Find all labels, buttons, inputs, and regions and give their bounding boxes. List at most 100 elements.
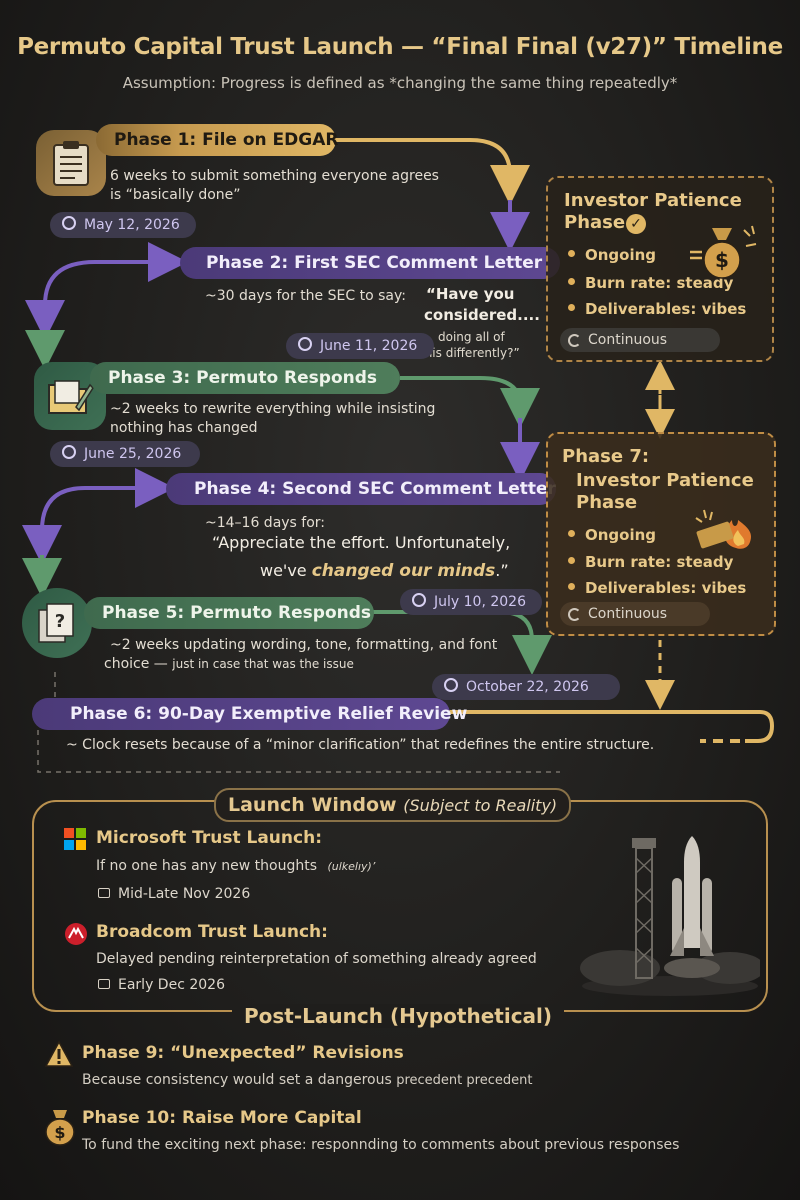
phase-2-quote-3: doing all of xyxy=(438,330,505,344)
phase-6-desc: ~ Clock resets because of a “minor clari… xyxy=(66,737,655,753)
svg-text:$: $ xyxy=(54,1123,65,1142)
phase-5-label: Phase 5: Permuto Responds xyxy=(84,597,374,629)
phase-7-box: Phase 7: Investor Patience Phase Ongoing… xyxy=(546,432,776,636)
calendar-icon xyxy=(98,888,110,898)
broadcom-launch-date-text: Early Dec 2026 xyxy=(118,977,225,993)
burning-money-icon xyxy=(695,509,752,549)
phase-2-quote-2: considered.... xyxy=(424,306,540,324)
broadcom-launch-desc: Delayed pending reinterpretation of some… xyxy=(96,951,537,967)
launch-window-heading-note: (Subject to Reality) xyxy=(403,796,558,815)
phase-2-date: June 11, 2026 xyxy=(286,333,434,359)
question-documents-icon: ? xyxy=(38,603,74,643)
launch-window-heading: Launch Window (Subject to Reality) xyxy=(214,788,572,822)
phase-1-desc-line-2: is “basically done” xyxy=(110,187,241,203)
phase-2-date-text: June 11, 2026 xyxy=(320,338,418,354)
clock-icon xyxy=(62,445,76,459)
phase-4-date: July 10, 2026 xyxy=(400,589,542,615)
phase-9-name: Phase 9: “Unexpected” Revisions xyxy=(82,1043,404,1063)
clock-icon xyxy=(62,216,76,230)
page-title: Permuto Capital Trust Launch — “Final Fi… xyxy=(17,34,783,60)
phase-6-label: Phase 6: 90-Day Exemptive Relief Review xyxy=(32,698,467,730)
microsoft-launch-date-text: Mid-Late Nov 2026 xyxy=(118,886,251,902)
investor-patience-box: Investor Patience Phase ✓ Ongoing Burn r… xyxy=(546,176,774,362)
phase-4-quote-2a: we've xyxy=(260,561,307,580)
money-bag-icon: $ xyxy=(690,225,757,279)
phase-2-desc: ~30 days for the SEC to say: xyxy=(205,288,406,304)
svg-text:$: $ xyxy=(715,248,729,272)
broadcom-launch-name: Broadcom Trust Launch: xyxy=(96,922,328,942)
phase-3-date-text: June 25, 2026 xyxy=(84,446,182,462)
microsoft-launch-date: Mid-Late Nov 2026 xyxy=(98,886,250,902)
phase-4-quote-2c: .” xyxy=(495,561,509,580)
patience-item-deliverables: Deliverables: vibes xyxy=(568,300,746,318)
microsoft-launch-name: Microsoft Trust Launch: xyxy=(96,828,322,848)
warning-icon xyxy=(44,1040,74,1067)
patience-item-ongoing-text: Ongoing xyxy=(585,246,657,264)
phase-7-item-deliverables: Deliverables: vibes xyxy=(568,579,746,597)
microsoft-logo-icon xyxy=(64,828,86,850)
patience-item-burn-text: Burn rate: steady xyxy=(585,274,734,292)
phase-2-quote-1: “Have you xyxy=(426,285,515,303)
microsoft-launch-note: (ulkelıy)’ xyxy=(327,860,376,873)
phase-7-title-line-3: Phase xyxy=(576,492,638,513)
patience-status-text: Continuous xyxy=(588,332,668,348)
clipboard-icon xyxy=(53,141,89,186)
phase-5-desc-line-1: ~2 weeks updating wording, tone, formatt… xyxy=(110,637,498,653)
phase-1-date: May 12, 2026 xyxy=(50,212,196,238)
phase-1-label: Phase 1: File on EDGAR xyxy=(96,124,339,156)
phase-6-date-text: October 22, 2026 xyxy=(466,679,589,695)
patience-item-burn: Burn rate: steady xyxy=(568,274,733,292)
broadcom-logo-icon xyxy=(65,923,87,945)
phase-7-item-burn-text: Burn rate: steady xyxy=(585,553,734,571)
phase-7-title-line-1: Phase 7: xyxy=(562,446,650,467)
patience-title-line-1: Investor Patience xyxy=(564,190,742,211)
phase-4-date-text: July 10, 2026 xyxy=(434,594,526,610)
phase-5-desc-line-2a: choice — xyxy=(104,656,168,672)
clock-icon xyxy=(444,678,458,692)
phase-1-desc-line-1: 6 weeks to submit something everyone agr… xyxy=(110,168,439,184)
phase-4-quote-2: we've changed our minds.” xyxy=(260,561,509,581)
phase-7-item-ongoing: Ongoing xyxy=(568,526,656,544)
phase-4-desc: ~14–16 days for: xyxy=(205,515,326,531)
phase-5-desc-line-2b: just in case that was the issue xyxy=(172,657,354,671)
calendar-icon xyxy=(98,979,110,989)
patience-title-line-2: Phase xyxy=(564,212,626,233)
phase-9-desc-b: precedent precedent xyxy=(396,1073,533,1088)
phase-6-date: October 22, 2026 xyxy=(432,674,620,700)
phase-3-desc-line-1: ~2 weeks to rewrite everything while ins… xyxy=(110,401,436,417)
phase-7-status-text: Continuous xyxy=(588,606,668,622)
phase-9-desc-a: Because consistency would set a dangerou… xyxy=(82,1072,392,1088)
phase-2-label: Phase 2: First SEC Comment Letter xyxy=(180,247,560,279)
broadcom-launch-date: Early Dec 2026 xyxy=(98,977,225,993)
phase-4-quote-1: “Appreciate the effort. Unfortunately, xyxy=(212,533,511,552)
phase-7-title-line-2: Investor Patience xyxy=(576,470,754,491)
microsoft-launch-desc: If no one has any new thoughts (ulkelıy)… xyxy=(96,858,375,874)
patience-status: Continuous xyxy=(560,328,720,352)
phase-3-desc-line-2: nothing has changed xyxy=(110,420,258,436)
microsoft-launch-desc-text: If no one has any new thoughts xyxy=(96,858,318,874)
phase-5-icon-box: ? xyxy=(22,588,92,658)
post-launch-heading: Post-Launch (Hypothetical) xyxy=(232,1004,565,1028)
phase-2-quote-4: this differently?” xyxy=(420,346,520,360)
clock-icon xyxy=(412,593,426,607)
phase-3-date: June 25, 2026 xyxy=(50,441,200,467)
patience-item-deliverables-text: Deliverables: vibes xyxy=(585,300,747,318)
phase-10-name: Phase 10: Raise More Capital xyxy=(82,1108,362,1128)
phase-5-desc-line-2: choice — just in case that was the issue xyxy=(104,655,354,674)
phase-3-label: Phase 3: Permuto Responds xyxy=(90,362,400,394)
phase-7-item-ongoing-text: Ongoing xyxy=(585,526,657,544)
svg-text:?: ? xyxy=(55,611,65,632)
phase-4-label: Phase 4: Second SEC Comment Letter xyxy=(166,473,556,505)
clock-icon xyxy=(298,337,312,351)
phase-7-status: Continuous xyxy=(560,602,710,626)
phase-7-item-deliverables-text: Deliverables: vibes xyxy=(585,579,747,597)
launch-window-heading-text: Launch Window xyxy=(228,794,397,816)
check-icon: ✓ xyxy=(626,214,646,234)
phase-3-icon-box xyxy=(34,362,106,430)
phase-4-quote-emphasis: changed our minds xyxy=(311,561,496,581)
phase-9-desc: Because consistency would set a dangerou… xyxy=(82,1072,532,1088)
phase-10-desc: To fund the exciting next phase: responn… xyxy=(82,1137,680,1153)
phase-1-icon-box xyxy=(36,130,106,196)
phase-7-item-burn: Burn rate: steady xyxy=(568,553,733,571)
